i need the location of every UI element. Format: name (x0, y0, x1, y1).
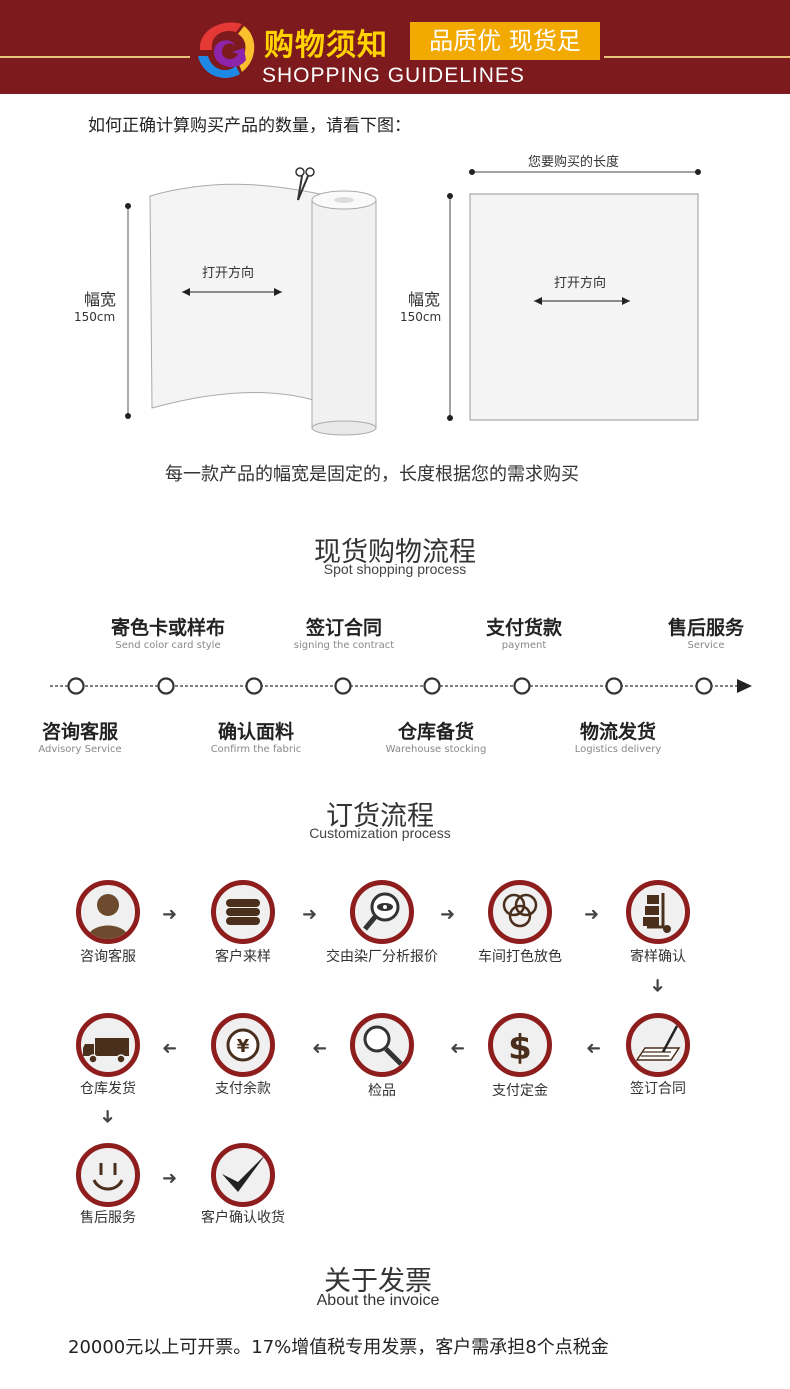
header-banner: 购物须知 品质优 现货足 SHOPPING GUIDELINES (0, 0, 790, 94)
flow-arrow-right-icon: ➜ (162, 1168, 178, 1189)
flow-arrow-left-icon: ➜ (312, 1038, 328, 1059)
sample-icon (211, 880, 275, 944)
sheet-length-label: 您要购买的长度 (528, 155, 620, 170)
flow-arrow-right-icon: ➜ (584, 904, 600, 925)
custom-process-subtitle: Customization process (309, 825, 451, 841)
custom-step-label: 客户确认收货 (201, 1210, 285, 1226)
invoice-text: 20000元以上可开票。17%增值税专用发票，客户需承担8个点税金 (68, 1337, 609, 1358)
logo-icon (198, 22, 255, 78)
quote-icon (350, 880, 414, 944)
custom-step-label: 支付定金 (492, 1083, 548, 1099)
intro-question: 如何正确计算购买产品的数量，请看下图： (88, 116, 411, 136)
custom-step-label: 检品 (368, 1083, 396, 1099)
color-test-icon (488, 880, 552, 944)
flow-arrow-right-icon: ➜ (162, 904, 178, 925)
magnifier-eye-icon (363, 892, 400, 931)
custom-step-label: 签订合同 (630, 1081, 686, 1097)
fabric-roll-diagram (125, 167, 377, 436)
header-rule-right (604, 56, 790, 58)
hand-truck-icon (643, 893, 671, 933)
width-fixed-note: 每一款产品的幅宽是固定的，长度根据您的需求购买 (165, 464, 579, 485)
receive-confirm-icon (211, 1143, 275, 1207)
flow-arrow-down-icon: ➜ (97, 1108, 119, 1125)
custom-step-label: 客户来样 (215, 949, 271, 965)
spot-step-payment: 支付货款 payment (485, 617, 562, 651)
consult-icon (76, 880, 140, 944)
warehouse-ship-icon (76, 1013, 140, 1077)
custom-step-label: 售后服务 (80, 1210, 136, 1226)
deposit-icon: $ (488, 1013, 552, 1077)
invoice-subtitle: About the invoice (316, 1292, 440, 1309)
custom-step-label: 咨询客服 (80, 949, 136, 965)
header-rule-left (0, 56, 190, 58)
custom-step-label: 寄样确认 (630, 949, 686, 965)
custom-process-title: 订货流程 (326, 801, 434, 832)
roll-width-value: 150cm (74, 310, 116, 324)
truck-icon (83, 1038, 129, 1064)
sheet-width-label: 幅宽 (408, 290, 441, 309)
balance-pay-icon: ¥ (211, 1013, 275, 1077)
spot-step-after-sales: 售后服务 Service (667, 617, 744, 651)
sheet-width-value: 150cm (400, 310, 442, 324)
header-subtitle: SHOPPING GUIDELINES (262, 64, 525, 87)
sample-confirm-icon (626, 880, 690, 944)
header-badge: 品质优 现货足 (410, 22, 600, 60)
timeline-arrow-icon (737, 679, 752, 693)
sign-contract-icon (626, 1013, 690, 1077)
spot-step-send-sample: 寄色卡或样布 Send color card style (110, 617, 225, 651)
after-sales-icon (76, 1143, 140, 1207)
svg-text:$: $ (508, 1028, 532, 1068)
spot-step-sign-contract: 签订合同 signing the contract (293, 617, 395, 651)
flow-arrow-right-icon: ➜ (302, 904, 318, 925)
sheet-direction-label: 打开方向 (554, 276, 607, 291)
fabric-stack-icon (226, 899, 260, 925)
flow-arrow-left-icon: ➜ (450, 1038, 466, 1059)
custom-step-label: 交由染厂分析报价 (326, 949, 438, 965)
checkmark-icon (222, 1154, 266, 1192)
person-icon (87, 894, 129, 939)
spot-process-title: 现货购物流程 (314, 537, 476, 568)
spot-step-confirm-fabric: 确认面料 Confirm the fabric (210, 721, 302, 755)
svg-text:¥: ¥ (237, 1036, 250, 1057)
spot-step-logistics: 物流发货 Logistics delivery (574, 721, 662, 755)
dollar-icon: $ (508, 1028, 532, 1068)
scissors-icon (295, 167, 315, 201)
fabric-sheet-diagram (447, 169, 701, 421)
custom-step-label: 支付余款 (215, 1081, 271, 1097)
roll-width-label: 幅宽 (84, 290, 117, 309)
invoice-title: 关于发票 (324, 1266, 432, 1297)
smiley-icon (92, 1163, 124, 1191)
spot-process-subtitle: Spot shopping process (323, 561, 467, 577)
roll-direction-label: 打开方向 (202, 266, 255, 281)
flow-arrow-left-icon: ➜ (586, 1038, 602, 1059)
spot-step-consult: 咨询客服 Advisory Service (38, 721, 122, 755)
color-rings-icon (502, 893, 538, 928)
flow-arrow-left-icon: ➜ (162, 1038, 178, 1059)
flow-arrow-right-icon: ➜ (440, 904, 456, 925)
yen-coin-icon: ¥ (226, 1028, 260, 1062)
header-title: 购物须知 (264, 28, 388, 63)
magnifier-icon (363, 1025, 403, 1066)
flow-arrow-down-icon: ➜ (647, 977, 669, 994)
spot-timeline (50, 677, 752, 695)
custom-step-label: 车间打色放色 (478, 949, 562, 965)
spot-step-warehouse: 仓库备货 Warehouse stocking (385, 721, 487, 755)
custom-step-label: 仓库发货 (80, 1081, 136, 1097)
inspect-icon (350, 1013, 414, 1077)
contract-pen-icon (635, 1025, 681, 1061)
